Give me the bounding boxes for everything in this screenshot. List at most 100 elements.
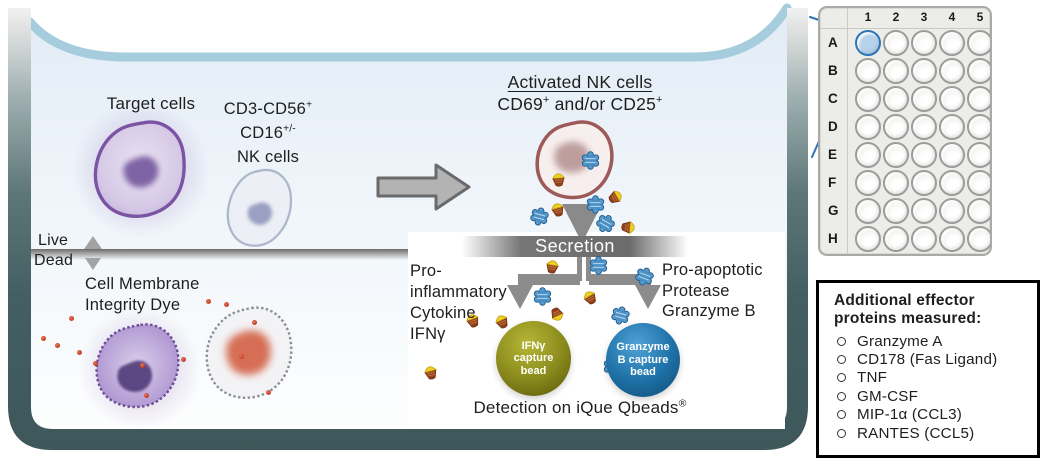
circle-bullet-icon [837, 373, 846, 383]
dye-dot-icon [41, 336, 46, 341]
target-cells-label: Target cells [106, 94, 196, 113]
ifny-molecule-icon [548, 168, 569, 189]
plate-row-label: C [828, 91, 838, 106]
well-c2 [883, 86, 909, 112]
well-b1 [855, 58, 881, 84]
well-e3 [911, 142, 937, 168]
dye-dot-icon [93, 361, 98, 366]
dye-dot-icon [77, 350, 82, 355]
plate-column-label: 4 [948, 10, 956, 24]
membrane-dye-line1: Cell Membrane [85, 275, 200, 293]
list-item: TNF [834, 369, 1031, 387]
additional-proteins-box: Additional effector proteins measured: G… [816, 280, 1040, 458]
dye-dot-icon [144, 393, 149, 398]
dead-label: Dead [34, 252, 74, 269]
well-f2 [883, 170, 909, 196]
bead-label-line: bead [520, 364, 547, 377]
well-e5 [967, 142, 990, 168]
circle-bullet-icon [837, 410, 846, 420]
plate-row-label: D [828, 119, 838, 134]
well-b3 [911, 58, 937, 84]
plate-row-label: H [828, 231, 838, 246]
ifny-capture-bead: IFNγ capture bead [496, 321, 571, 396]
ifny-molecule-icon [619, 217, 640, 238]
well-b4 [939, 58, 965, 84]
well-c1 [855, 86, 881, 112]
nk-label-line1: CD3-CD56+ [223, 99, 313, 118]
target-cell-illustration [93, 120, 186, 218]
ifny-molecule-icon [541, 254, 563, 276]
well-a3 [911, 30, 937, 56]
well-d4 [939, 114, 965, 140]
highlighted-well-a1 [855, 30, 881, 56]
dead-nk-cell-illustration [205, 306, 293, 399]
dye-dot-icon [206, 299, 211, 304]
well-d1 [855, 114, 881, 140]
circle-bullet-icon [837, 355, 846, 365]
circle-bullet-icon [837, 391, 846, 401]
dye-dot-icon [55, 343, 60, 348]
plate-row-label: F [828, 175, 837, 190]
well-g2 [883, 198, 909, 224]
well-h3 [911, 226, 937, 252]
dye-dot-icon [181, 357, 186, 362]
circle-bullet-icon [837, 428, 846, 438]
secretion-label: Secretion [535, 236, 615, 256]
well-h2 [883, 226, 909, 252]
dye-dot-icon [69, 316, 74, 321]
bead-label-line: Granzyme [616, 341, 670, 354]
well-c4 [939, 86, 965, 112]
well-h4 [939, 226, 965, 252]
activated-title: Activated NK cells [507, 72, 653, 92]
nk-label-line2: CD16+/- [240, 123, 296, 142]
membrane-dye-line2: Integrity Dye [85, 296, 181, 314]
well-c5 [967, 86, 990, 112]
well-b2 [883, 58, 909, 84]
dye-dot-icon [140, 363, 145, 368]
well-f1 [855, 170, 881, 196]
pro-apoptotic-label: Pro-apoptotic Protease Granzyme B [662, 261, 763, 320]
meniscus-line [25, 3, 792, 62]
activated-subtitle: CD69+ and/or CD25+ [497, 94, 663, 114]
plate-column-label: 1 [864, 10, 872, 24]
well-e1 [855, 142, 881, 168]
granzyme-b-molecule-icon [581, 151, 600, 170]
well-g1 [855, 198, 881, 224]
info-box-title: Additional effector proteins measured: [834, 292, 982, 327]
bead-label-line: bead [630, 366, 656, 379]
well-a4 [939, 30, 965, 56]
well-a5 [967, 30, 990, 56]
dead-down-triangle-icon [85, 258, 101, 270]
bead-label-line: IFNγ [521, 339, 546, 352]
pro-inflammatory-label: Pro- inflammatory Cytokine IFNγ [410, 262, 507, 343]
dye-dot-icon [224, 302, 229, 307]
list-item: GM-CSF [834, 387, 1031, 405]
nk-label-line3: NK cells [236, 148, 300, 166]
bead-label-line: B capture [617, 353, 669, 366]
nk-cell-illustration [226, 168, 293, 247]
bead-label-line: capture [513, 352, 554, 365]
well-c3 [911, 86, 937, 112]
plate-column-label: 2 [892, 10, 900, 24]
detection-label: Detection on iQue Qbeads® [473, 397, 687, 417]
plate-row-label: B [828, 63, 838, 78]
circle-bullet-icon [837, 336, 846, 346]
granzyme-b-molecule-icon [589, 256, 608, 275]
live-up-triangle-icon [84, 236, 102, 249]
well-h5 [967, 226, 990, 252]
well-a2 [883, 30, 909, 56]
well-d2 [883, 114, 909, 140]
dye-dot-icon [266, 390, 271, 395]
list-item: MIP-1α (CCL3) [834, 406, 1031, 424]
right-arrow-icon [376, 163, 471, 211]
granzyme-b-molecule-icon [528, 205, 551, 228]
well-b5 [967, 58, 990, 84]
well-e2 [883, 142, 909, 168]
granzyme-b-capture-bead: Granzyme B capture bead [606, 323, 680, 397]
well-g4 [939, 198, 965, 224]
well-d3 [911, 114, 937, 140]
dye-dot-icon [239, 354, 244, 359]
dead-target-cell-illustration [95, 323, 180, 409]
